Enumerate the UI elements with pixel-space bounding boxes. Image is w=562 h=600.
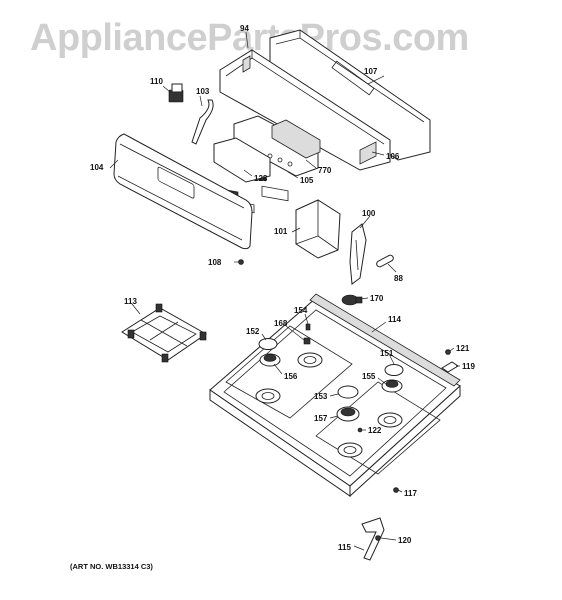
control-panel-104 (113, 133, 253, 250)
burner-right-front (377, 412, 403, 428)
burner-center-rear (297, 352, 323, 368)
screw-121 (445, 349, 451, 355)
manifold-100 (349, 223, 367, 285)
callout-168: 168 (274, 319, 288, 328)
callout-104: 104 (90, 163, 104, 172)
burner-head-151 (384, 364, 404, 376)
bracket-101 (295, 199, 341, 259)
trim-88 (376, 254, 394, 268)
callout-152: 152 (246, 327, 260, 336)
callout-153: 153 (314, 392, 328, 401)
callout-88: 88 (394, 274, 403, 283)
callout-121: 121 (456, 344, 470, 353)
hinge-115 (361, 517, 385, 561)
callout-108: 108 (208, 258, 222, 267)
bracket-103 (191, 99, 214, 145)
callout-157: 157 (314, 414, 328, 423)
burner-left-front (255, 388, 281, 404)
callout-117: 117 (404, 489, 417, 498)
burner-155 (381, 379, 403, 393)
burner-head-153 (337, 385, 359, 399)
callout-107: 107 (364, 67, 378, 76)
burner-right-bottom (337, 442, 363, 458)
callout-113: 113 (124, 297, 137, 306)
switch-110 (168, 83, 184, 103)
screw-117 (393, 487, 399, 493)
callout-155: 155 (362, 372, 376, 381)
burner-156-left-rear (259, 353, 281, 367)
burner-head-152 (258, 338, 278, 350)
orifice-154 (305, 323, 311, 331)
knob-170 (341, 294, 363, 306)
leader-lines (109, 31, 460, 551)
callout-120: 120 (398, 536, 412, 545)
callout-156: 156 (284, 372, 298, 381)
burner-157 (336, 406, 360, 422)
screw-108 (238, 259, 244, 265)
callout-114: 114 (388, 315, 401, 324)
callout-151: 151 (380, 349, 394, 358)
callout-770: 770 (318, 166, 332, 175)
board-770 (271, 119, 321, 159)
art-number-caption: (ART NO. WB13314 C3) (70, 562, 153, 571)
callout-115: 115 (338, 543, 351, 552)
callout-94: 94 (240, 24, 249, 33)
callout-119: 119 (462, 362, 475, 371)
screw-122 (357, 427, 363, 433)
callout-101: 101 (274, 227, 288, 236)
callout-122: 122 (368, 426, 382, 435)
callout-labels: 107 94 110 103 104 128 105 770 106 100 1… (90, 24, 475, 552)
callout-100: 100 (362, 209, 376, 218)
callout-154: 154 (294, 306, 308, 315)
callout-106: 106 (386, 152, 400, 161)
callout-105: 105 (300, 176, 314, 185)
screw-120 (375, 535, 381, 541)
grate-113 (121, 303, 207, 363)
callout-103: 103 (196, 87, 210, 96)
callout-170: 170 (370, 294, 384, 303)
panel-106 (219, 49, 391, 171)
electrode-168 (303, 337, 311, 345)
callout-128: 128 (254, 174, 268, 183)
callout-110: 110 (150, 77, 163, 86)
